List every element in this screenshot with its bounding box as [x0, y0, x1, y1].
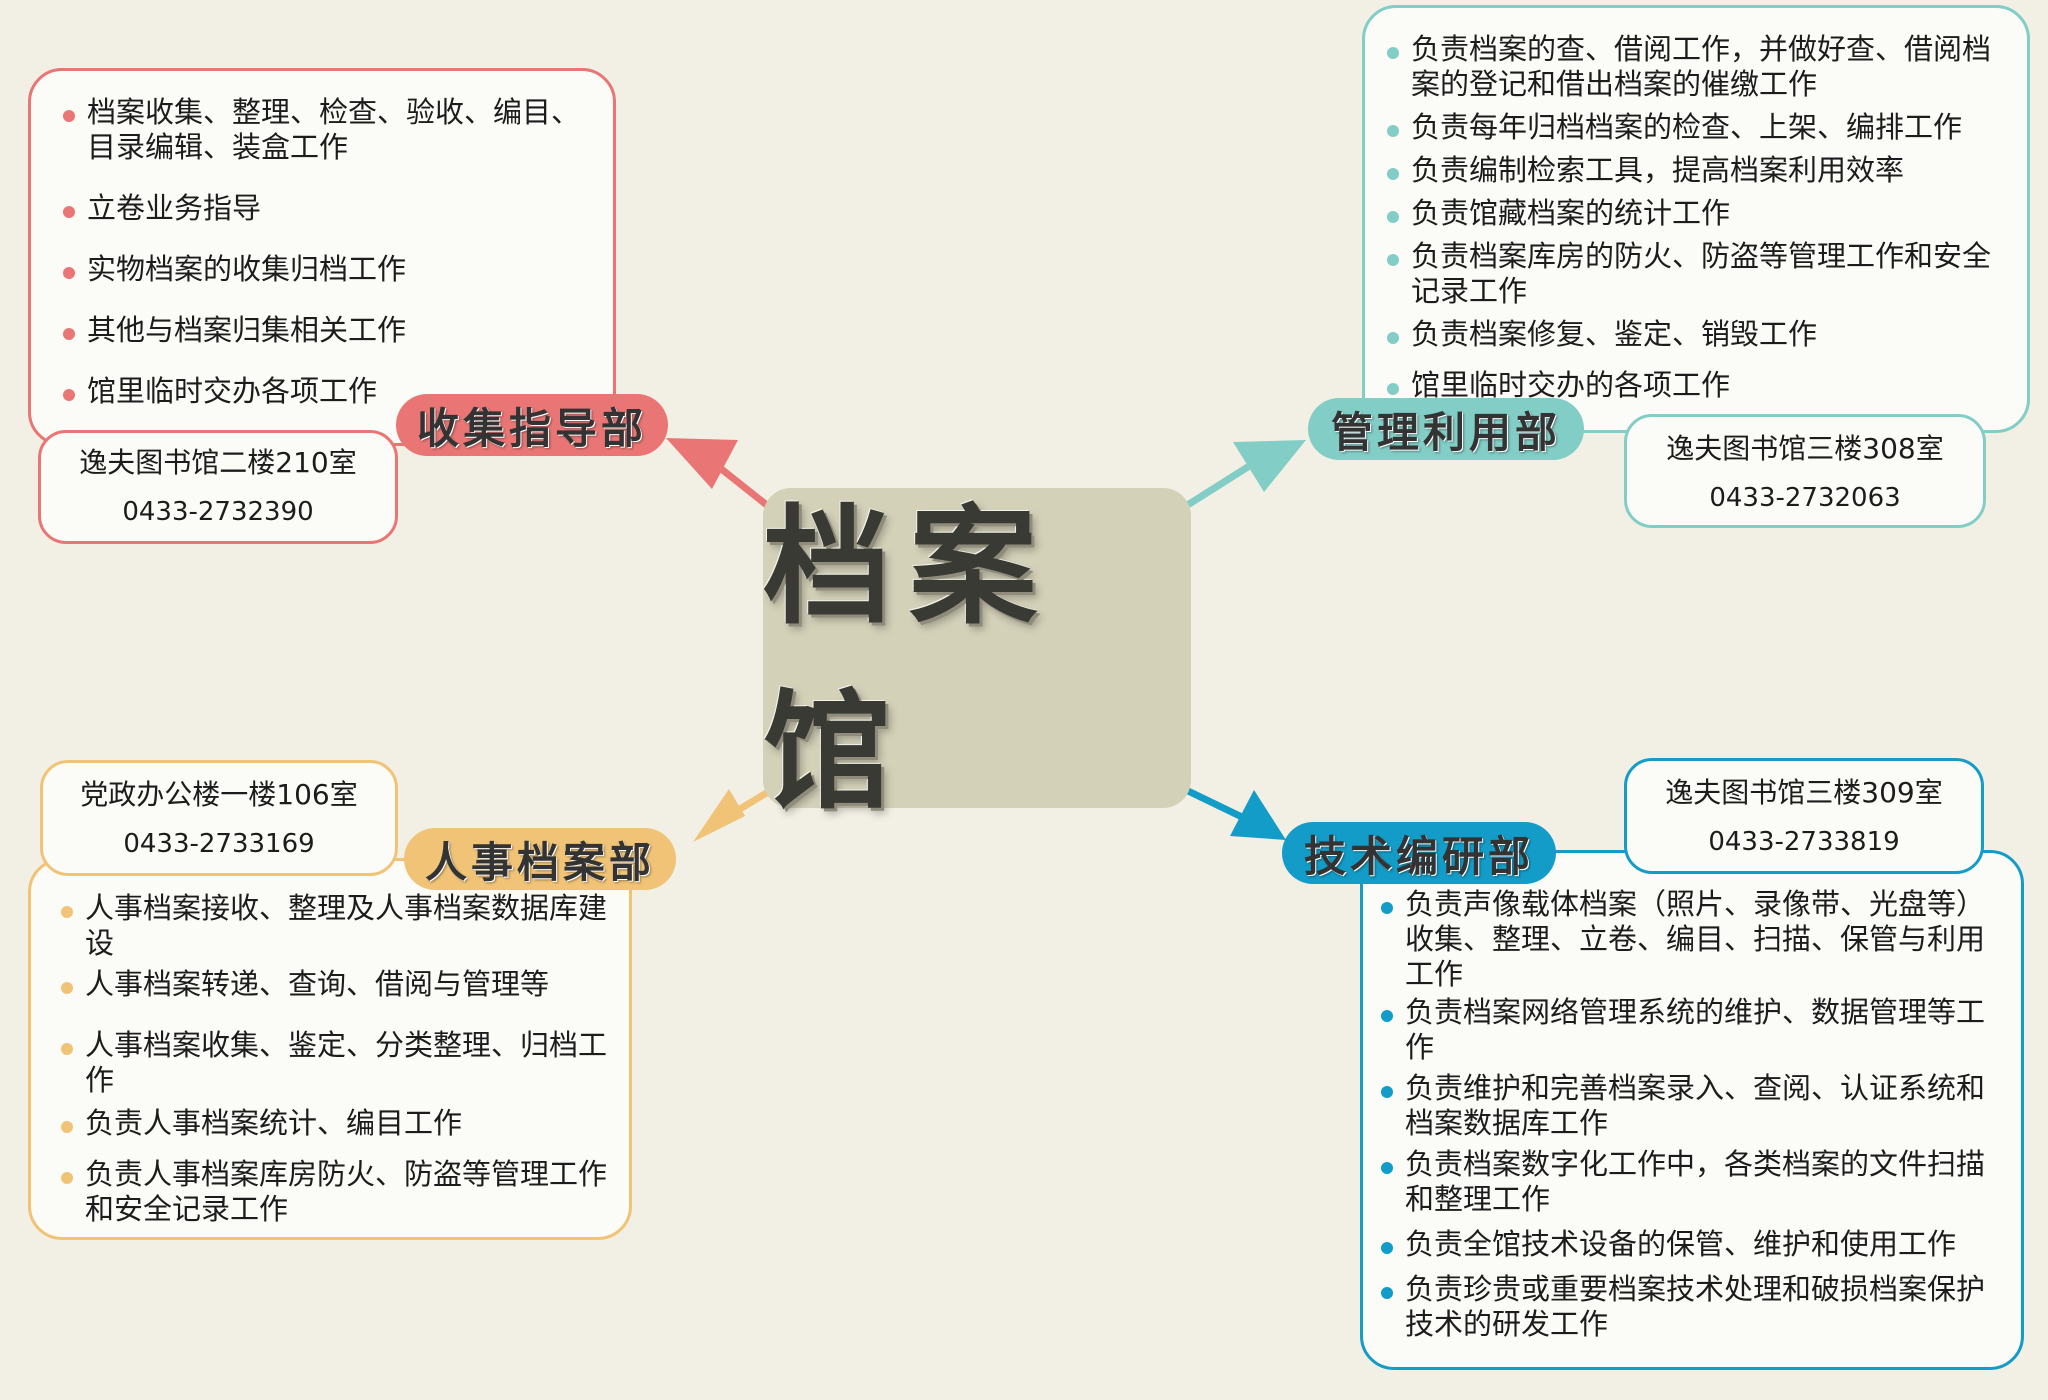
duty-list: 负责档案的查、借阅工作，并做好查、借阅档案的登记和借出档案的催缴工作 负责每年归…: [1385, 32, 2005, 403]
duty-list: 负责声像载体档案（照片、录像带、光盘等）收集、整理、立卷、编目、扫描、保管与利用…: [1379, 887, 2007, 1342]
dept-hr-label[interactable]: 人事档案部: [404, 828, 676, 890]
bullet-dot-icon: [1387, 125, 1399, 137]
duty-item: 负责珍贵或重要档案技术处理和破损档案保护技术的研发工作: [1379, 1272, 2007, 1342]
dept-manage-duties: 负责档案的查、借阅工作，并做好查、借阅档案的登记和借出档案的催缴工作 负责每年归…: [1362, 5, 2030, 433]
bullet-dot-icon: [61, 982, 73, 994]
arrow-head-manage: [1233, 440, 1306, 492]
duty-item: 档案收集、整理、检查、验收、编目、目录编辑、装盒工作: [61, 95, 591, 165]
duty-item: 负责档案网络管理系统的维护、数据管理等工作: [1379, 995, 2007, 1065]
connector-collect: [666, 438, 772, 510]
bullet-dot-icon: [1381, 1086, 1393, 1098]
connector-manage: [1182, 440, 1306, 510]
duty-item: 负责馆藏档案的统计工作: [1385, 196, 2005, 231]
central-node[interactable]: 档案馆: [763, 488, 1191, 827]
duty-list: 档案收集、整理、检查、验收、编目、目录编辑、装盒工作 立卷业务指导 实物档案的收…: [61, 95, 591, 409]
duty-item: 馆里临时交办的各项工作: [1385, 368, 2005, 403]
duty-item: 负责档案库房的防火、防盗等管理工作和安全记录工作: [1385, 239, 2005, 309]
dept-manage-contact: 逸夫图书馆三楼308室 0433-2732063: [1624, 414, 1986, 528]
dept-tech-label[interactable]: 技术编研部: [1282, 822, 1556, 884]
bullet-dot-icon: [63, 110, 75, 122]
dept-hr-contact: 党政办公楼一楼106室 0433-2733169: [40, 760, 398, 876]
bullet-dot-icon: [1387, 332, 1399, 344]
bullet-dot-icon: [1387, 211, 1399, 223]
arrow-head-hr: [693, 789, 745, 842]
duty-item: 实物档案的收集归档工作: [61, 252, 591, 287]
phone-number: 0433-2733169: [123, 829, 315, 859]
duty-item: 人事档案接收、整理及人事档案数据库建设: [59, 891, 615, 961]
duty-item: 人事档案转递、查询、借阅与管理等: [59, 967, 615, 1002]
central-title: 档案馆: [763, 492, 1056, 827]
duty-item: 负责每年归档档案的检查、上架、编排工作: [1385, 110, 2005, 145]
duty-item: 负责编制检索工具，提高档案利用效率: [1385, 153, 2005, 188]
bullet-dot-icon: [1387, 47, 1399, 59]
room-location: 党政办公楼一楼106室: [80, 778, 358, 811]
bullet-dot-icon: [61, 1121, 73, 1133]
bullet-dot-icon: [63, 267, 75, 279]
duty-item: 负责档案的查、借阅工作，并做好查、借阅档案的登记和借出档案的催缴工作: [1385, 32, 2005, 102]
bullet-dot-icon: [61, 1043, 73, 1055]
connector-hr: [693, 788, 772, 842]
dept-collect-contact: 逸夫图书馆二楼210室 0433-2732390: [38, 430, 398, 544]
dept-collect-label[interactable]: 收集指导部: [396, 394, 668, 456]
bullet-dot-icon: [1387, 168, 1399, 180]
bullet-dot-icon: [61, 906, 73, 918]
bullet-dot-icon: [1381, 1242, 1393, 1254]
bullet-dot-icon: [1381, 1287, 1393, 1299]
duty-item: 立卷业务指导: [61, 191, 591, 226]
phone-number: 0433-2733819: [1708, 827, 1900, 857]
duty-item: 馆里临时交办各项工作: [61, 374, 591, 409]
room-location: 逸夫图书馆三楼308室: [1666, 432, 1944, 465]
arrow-head-collect: [666, 438, 738, 489]
duty-item: 负责人事档案统计、编目工作: [59, 1106, 615, 1141]
room-location: 逸夫图书馆三楼309室: [1665, 776, 1943, 809]
phone-number: 0433-2732390: [122, 497, 314, 527]
dept-collect-duties: 档案收集、整理、检查、验收、编目、目录编辑、装盒工作 立卷业务指导 实物档案的收…: [28, 68, 616, 446]
bullet-dot-icon: [63, 206, 75, 218]
dept-tech-duties: 负责声像载体档案（照片、录像带、光盘等）收集、整理、立卷、编目、扫描、保管与利用…: [1360, 850, 2024, 1370]
dept-tech-contact: 逸夫图书馆三楼309室 0433-2733819: [1624, 758, 1984, 874]
duty-item: 负责声像载体档案（照片、录像带、光盘等）收集、整理、立卷、编目、扫描、保管与利用…: [1379, 887, 2007, 992]
bullet-dot-icon: [1381, 1162, 1393, 1174]
bullet-dot-icon: [1387, 383, 1399, 395]
phone-number: 0433-2732063: [1709, 483, 1901, 513]
dept-hr-duties: 人事档案接收、整理及人事档案数据库建设 人事档案转递、查询、借阅与管理等 人事档…: [28, 858, 632, 1240]
duty-item: 负责档案数字化工作中，各类档案的文件扫描和整理工作: [1379, 1147, 2007, 1217]
duty-item: 负责档案修复、鉴定、销毁工作: [1385, 317, 2005, 352]
duty-item: 负责维护和完善档案录入、查阅、认证系统和档案数据库工作: [1379, 1071, 2007, 1141]
bullet-dot-icon: [61, 1172, 73, 1184]
arrow-head-tech: [1230, 790, 1286, 840]
duty-list: 人事档案接收、整理及人事档案数据库建设 人事档案转递、查询、借阅与管理等 人事档…: [59, 891, 615, 1227]
connector-tech: [1182, 786, 1286, 840]
dept-manage-label[interactable]: 管理利用部: [1308, 398, 1584, 460]
duty-item: 负责人事档案库房防火、防盗等管理工作和安全记录工作: [59, 1157, 615, 1227]
room-location: 逸夫图书馆二楼210室: [79, 446, 357, 479]
bullet-dot-icon: [1381, 902, 1393, 914]
duty-item: 负责全馆技术设备的保管、维护和使用工作: [1379, 1227, 2007, 1262]
duty-item: 人事档案收集、鉴定、分类整理、归档工作: [59, 1028, 615, 1098]
bullet-dot-icon: [63, 328, 75, 340]
bullet-dot-icon: [1387, 254, 1399, 266]
bullet-dot-icon: [63, 389, 75, 401]
bullet-dot-icon: [1381, 1010, 1393, 1022]
duty-item: 其他与档案归集相关工作: [61, 313, 591, 348]
